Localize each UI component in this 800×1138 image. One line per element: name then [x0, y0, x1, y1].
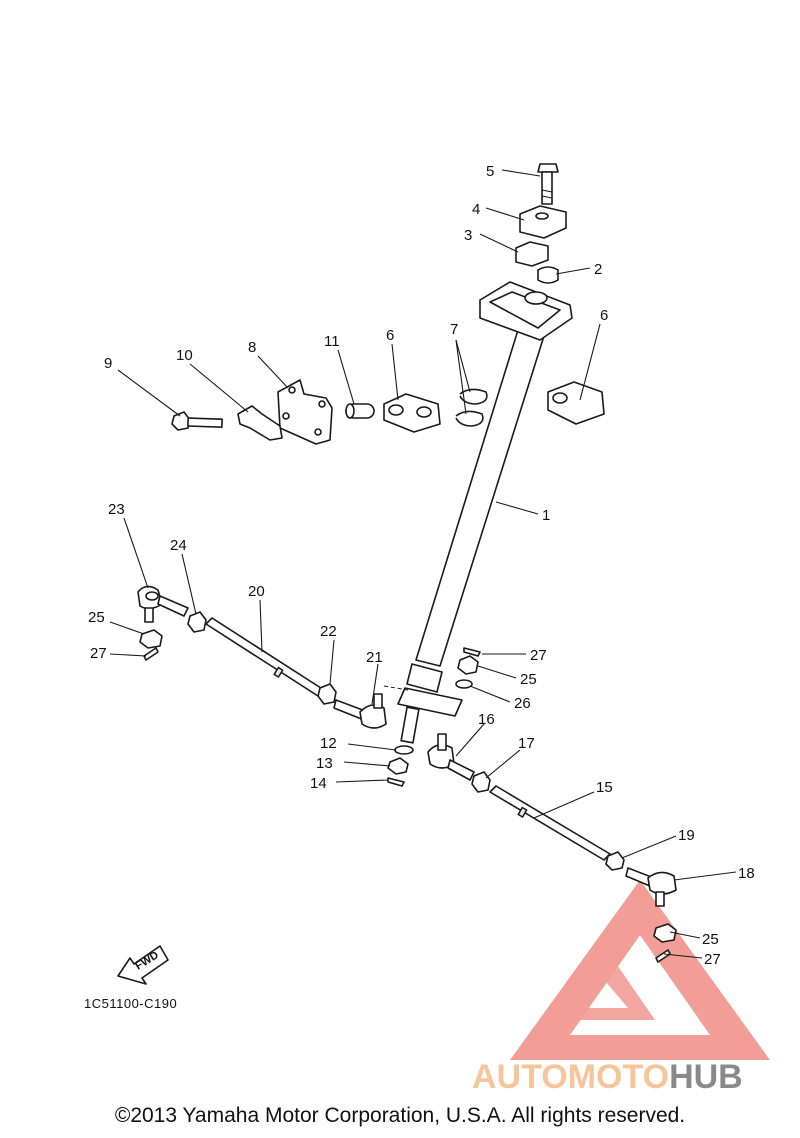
part-cotter-pin-27-left [143, 647, 159, 661]
callout-10: 10 [176, 347, 193, 364]
callout-16: 16 [478, 711, 495, 728]
callout-5: 5 [486, 163, 494, 180]
callout-6-left: 6 [386, 327, 394, 344]
part-lockplate-10 [237, 405, 283, 441]
part-washer-26 [455, 679, 473, 689]
callout-27-center: 27 [530, 647, 547, 664]
callout-27-left: 27 [90, 645, 107, 662]
part-castle-nut-25-center [457, 655, 479, 675]
part-circlip-7b [455, 410, 484, 427]
part-castle-nut-25-left [139, 629, 163, 649]
callout-20: 20 [248, 583, 265, 600]
callout-4: 4 [472, 201, 480, 218]
fwd-arrow-icon: FWD [117, 945, 169, 985]
watermark-text: AUTOMOTOHUB [472, 1058, 743, 1096]
callout-17: 17 [518, 735, 535, 752]
callout-27-right: 27 [704, 951, 721, 968]
part-nut-22 [317, 683, 337, 705]
callout-1: 1 [542, 507, 550, 524]
part-cotter-pin-27-right [655, 949, 671, 963]
part-bolt-5 [537, 163, 559, 205]
part-bracket-8-hole3 [282, 412, 290, 420]
callout-12: 12 [320, 735, 337, 752]
part-bracket-8-hole2 [318, 400, 326, 408]
part-bushing-6-left [383, 393, 441, 433]
callout-15: 15 [596, 779, 613, 796]
part-clamp-4 [519, 205, 567, 239]
callout-25-right: 25 [702, 931, 719, 948]
callout-13: 13 [316, 755, 333, 772]
part-circlip-7a [459, 388, 488, 405]
callout-25-left: 25 [88, 609, 105, 626]
part-tierod-end-21 [333, 693, 387, 729]
part-collar-3 [515, 241, 549, 267]
callout-18: 18 [738, 865, 755, 882]
callout-26: 26 [514, 695, 531, 712]
part-castle-nut-13 [387, 757, 409, 775]
callout-23: 23 [108, 501, 125, 518]
part-bracket-8-hole4 [314, 428, 322, 436]
part-tierod-end-23 [137, 585, 189, 623]
part-bushing-6-right-hole [552, 392, 568, 404]
callout-2: 2 [594, 261, 602, 278]
reference-code: 1C51100-C190 [84, 996, 178, 1011]
part-tierod-15 [489, 785, 611, 861]
part-tierod-end-18 [625, 867, 677, 907]
callout-24: 24 [170, 537, 187, 554]
part-bushing-6-left-hole2 [416, 406, 432, 418]
part-bracket-8-hole1 [288, 386, 296, 394]
part-steering-column [397, 281, 573, 744]
part-cotter-pin-27-center [463, 647, 481, 657]
part-cotter-pin-14 [387, 777, 405, 787]
part-bushing-6-left-hole [388, 404, 404, 416]
part-bracket-8 [277, 379, 333, 445]
part-bolt-9 [171, 411, 223, 431]
callout-14: 14 [310, 775, 327, 792]
watermark-part1: AUTOMOTO [472, 1058, 669, 1096]
watermark-part2: HUB [669, 1058, 743, 1096]
part-washer-12 [394, 745, 414, 755]
part-nut-17 [471, 771, 491, 793]
part-clamp-4-hole [535, 212, 549, 220]
callout-22: 22 [320, 623, 337, 640]
callout-3: 3 [464, 227, 472, 244]
part-castle-nut-25-right [653, 923, 677, 943]
part-nut-24 [187, 611, 207, 633]
part-cap-2 [537, 266, 559, 284]
watermark-logo [510, 880, 770, 1060]
part-tierod-end-16 [427, 733, 475, 781]
leader-lines [109, 169, 737, 959]
callout-6-right: 6 [600, 307, 608, 324]
callout-11: 11 [324, 333, 340, 350]
callout-8: 8 [248, 339, 256, 356]
part-tierod-20 [205, 617, 325, 697]
callout-19: 19 [678, 827, 695, 844]
callout-25-center: 25 [520, 671, 537, 688]
callout-9: 9 [104, 355, 112, 372]
part-nut-19 [605, 851, 625, 871]
part-spacer-11 [345, 403, 375, 419]
callout-labels: 5 4 3 2 6 7 6 11 8 10 9 1 23 24 20 25 27… [88, 163, 755, 968]
copyright-notice: ©2013 Yamaha Motor Corporation, U.S.A. A… [114, 1104, 686, 1127]
callout-21: 21 [366, 649, 383, 666]
callout-7: 7 [450, 321, 458, 338]
